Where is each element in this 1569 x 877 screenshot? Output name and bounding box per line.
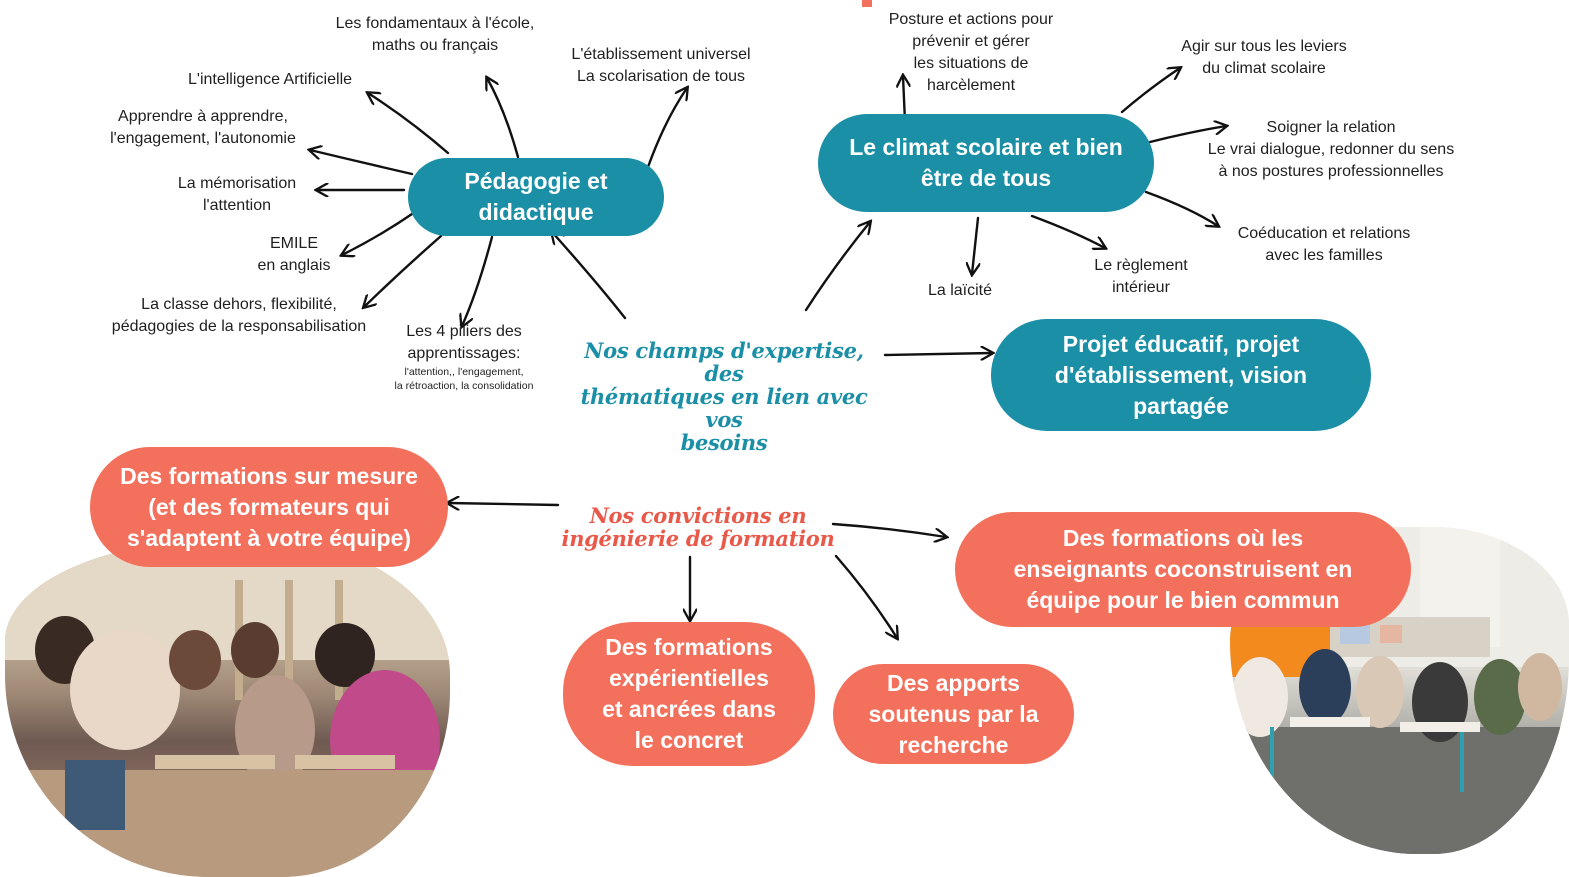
label-line: Posture et actions pour	[888, 11, 1054, 28]
label-emile: EMILE en anglais	[244, 233, 344, 277]
arrow-to-coeducation	[1144, 190, 1218, 226]
node-title-line: Pédagogie et	[464, 168, 608, 194]
arrow-center-to-projet	[883, 353, 992, 355]
climat-node: Le climat scolaire et bien être de tous	[818, 114, 1154, 212]
label-line: L'intelligence Artificielle	[187, 71, 353, 88]
arrow-to-recherche	[834, 554, 897, 638]
arrow-to-classe	[364, 234, 443, 307]
arrow-to-sur-mesure	[448, 503, 560, 505]
node-title-line: enseignants coconstruisent en	[1013, 556, 1353, 582]
node-title-line: didactique	[478, 199, 594, 225]
label-line: pédagogies de la responsabilisation	[111, 318, 367, 335]
experientielles-node: Des formations expérientielles et ancrée…	[563, 622, 815, 766]
node-title-line: Des formations où les	[1062, 525, 1304, 551]
label-reglement: Le règlement intérieur	[1082, 255, 1200, 299]
node-title-line: d'établissement, vision	[1054, 361, 1308, 388]
node-title-line: être de tous	[920, 165, 1052, 191]
label-line: Soigner la relation	[1266, 119, 1396, 136]
label-line: EMILE	[269, 235, 318, 252]
arrow-to-coconstruisent	[831, 522, 946, 537]
label-relation: Soigner la relation Le vrai dialogue, re…	[1196, 117, 1466, 183]
label-line: avec les familles	[1265, 247, 1383, 264]
arrow-to-reglement	[1030, 214, 1105, 248]
arrow-center-to-climat	[804, 222, 870, 312]
pedagogie-node: Pédagogie et didactique	[408, 158, 664, 236]
label-line: du climat scolaire	[1202, 60, 1326, 77]
node-title-line: recherche	[898, 731, 1009, 758]
label-line: les situations de	[913, 55, 1029, 72]
heading-line: thématiques en lien avec vos	[580, 384, 868, 432]
label-line: Agir sur tous les leviers	[1181, 38, 1347, 55]
label-universel: L'établissement universel La scolarisati…	[556, 44, 766, 88]
node-title-line: Le climat scolaire et bien	[849, 134, 1123, 160]
node-title-line: Des apports	[887, 669, 1020, 696]
node-title-line: le concret	[634, 727, 744, 753]
arrow-to-piliers	[462, 235, 494, 326]
node-title-line: (et des formateurs qui	[148, 493, 390, 520]
arrow-to-emile	[342, 210, 417, 255]
label-line: La scolarisation de tous	[576, 68, 746, 85]
label-line: Les 4 piliers des	[406, 323, 522, 340]
label-laicite: La laïcité	[914, 280, 1006, 302]
label-leviers: Agir sur tous les leviers du climat scol…	[1164, 36, 1364, 80]
label-line: Coéducation et relations	[1237, 225, 1411, 242]
node-title-line: équipe pour le bien commun	[1026, 587, 1340, 613]
recherche-node: Des apports soutenus par la recherche	[833, 664, 1074, 764]
node-title-line: Des formations sur mesure	[120, 462, 418, 489]
projet-node: Projet éducatif, projet d'établissement,…	[991, 319, 1371, 431]
label-line: Le règlement	[1094, 257, 1188, 274]
node-title-line: et ancrées dans	[602, 696, 776, 722]
label-line: prévenir et gérer	[912, 33, 1030, 50]
node-title-line: Des formations	[605, 634, 773, 660]
label-line: L'établissement universel	[571, 46, 751, 63]
label-classe: La classe dehors, flexibilité, pédagogie…	[96, 294, 382, 338]
heading-line: Nos convictions en	[589, 503, 807, 528]
expertise-heading: Nos champs d'expertise, des thématiques …	[565, 339, 883, 454]
arrow-to-apprendre	[310, 150, 414, 176]
label-line: maths ou français	[371, 37, 499, 54]
node-title-line: soutenus par la	[868, 700, 1039, 727]
heading-line: ingénierie de formation	[561, 526, 835, 551]
heading-line: besoins	[680, 430, 768, 455]
label-line: Apprendre à apprendre,	[118, 108, 288, 125]
node-title-line: partagée	[1133, 392, 1229, 419]
node-title-line: Projet éducatif, projet	[1062, 330, 1300, 357]
label-line: Les fondamentaux à l'école,	[335, 15, 535, 32]
heading-line: Nos champs d'expertise, des	[584, 338, 864, 386]
label-line: apprentissages:	[407, 345, 521, 362]
arrow-center-to-pedagogie	[552, 232, 627, 320]
label-line: La classe dehors, flexibilité,	[141, 296, 337, 313]
sur-mesure-node: Des formations sur mesure (et des format…	[90, 447, 448, 567]
label-line: Le vrai dialogue, redonner du sens	[1207, 141, 1455, 158]
label-posture: Posture et actions pour prévenir et gére…	[866, 9, 1076, 97]
label-line: intérieur	[1112, 279, 1170, 296]
label-piliers: Les 4 piliers des apprentissages: l'atte…	[372, 321, 556, 393]
label-memorisation: La mémorisation l'attention	[162, 173, 312, 217]
label-line: l'attention	[203, 197, 271, 214]
coral-accent	[862, 0, 872, 7]
label-line: à nos postures professionnelles	[1218, 163, 1444, 180]
arrow-to-universel	[646, 88, 687, 169]
label-detail-line: la rétroaction, la consolidation	[394, 380, 534, 392]
arrow-to-fondamentaux	[487, 78, 520, 159]
convictions-heading: Nos convictions en ingénierie de formati…	[560, 504, 836, 550]
label-line: l'engagement, l'autonomie	[110, 130, 296, 147]
label-ia: L'intelligence Artificielle	[170, 69, 370, 91]
label-line: La mémorisation	[177, 175, 297, 192]
label-coeducation: Coéducation et relations avec les famill…	[1220, 223, 1428, 267]
arrow-to-relation	[1148, 126, 1226, 144]
arrow-to-leviers	[1120, 68, 1180, 114]
label-line: harcèlement	[926, 77, 1016, 94]
label-line: La laïcité	[927, 282, 993, 299]
arrow-to-laicite	[972, 216, 978, 274]
node-title-line: expérientielles	[609, 665, 769, 691]
label-line: en anglais	[257, 257, 331, 274]
label-apprendre: Apprendre à apprendre, l'engagement, l'a…	[96, 106, 310, 150]
label-fondamentaux: Les fondamentaux à l'école, maths ou fra…	[320, 13, 550, 57]
label-detail-line: l'attention,, l'engagement,	[404, 366, 524, 378]
coconstruisent-node: Des formations où les enseignants cocons…	[955, 512, 1411, 627]
arrow-to-ia	[368, 93, 450, 155]
node-title-line: s'adaptent à votre équipe)	[126, 524, 412, 551]
